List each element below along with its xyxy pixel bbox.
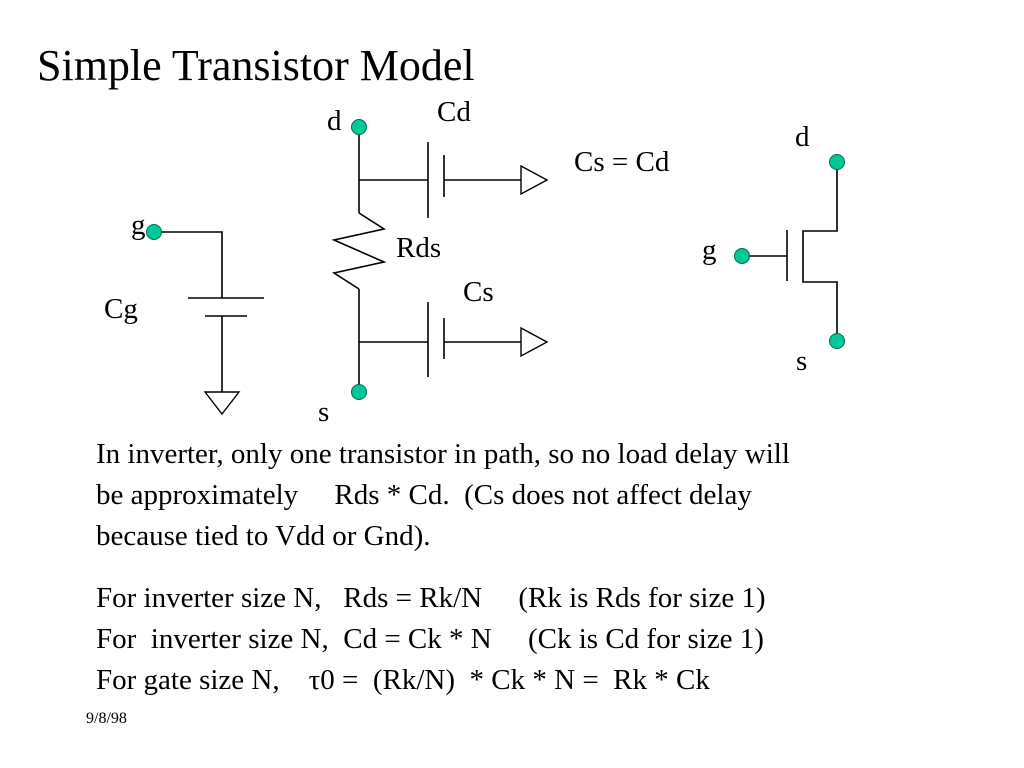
cs-equals-cd-note: Cs = Cd bbox=[574, 146, 670, 178]
rds-resistor-icon bbox=[331, 212, 387, 290]
gate-wire bbox=[154, 231, 223, 298]
transistor-source-label: s bbox=[796, 345, 808, 377]
paragraph2-line3: For gate size N, τ0 = (Rk/N) * Ck * N = … bbox=[96, 664, 710, 696]
cd-ground-icon bbox=[520, 164, 549, 196]
rds-label: Rds bbox=[396, 232, 442, 264]
cs-ground-icon bbox=[520, 326, 549, 358]
slide-date: 9/8/98 bbox=[86, 710, 127, 727]
paragraph1-line3: because tied to Vdd or Gnd). bbox=[96, 520, 431, 552]
gate-node bbox=[146, 224, 162, 240]
transistor-channel bbox=[802, 162, 838, 341]
transistor-gate-label: g bbox=[702, 234, 717, 266]
cd-label: Cd bbox=[437, 96, 471, 128]
slide-title: Simple Transistor Model bbox=[37, 41, 475, 90]
transistor-gate-node bbox=[734, 248, 750, 264]
drain-source-model bbox=[331, 119, 549, 400]
ground-icon bbox=[203, 391, 241, 416]
cs-label: Cs bbox=[463, 276, 494, 308]
paragraph1-line1: In inverter, only one transistor in path… bbox=[96, 438, 790, 470]
paragraph1-line2: be approximately Rds * Cd. (Cs does not … bbox=[96, 479, 752, 511]
drain-label: d bbox=[327, 105, 342, 137]
transistor-symbol bbox=[734, 154, 845, 349]
source-node bbox=[351, 384, 367, 400]
gate-label: g bbox=[131, 209, 146, 241]
source-label: s bbox=[318, 396, 330, 428]
transistor-drain-label: d bbox=[795, 121, 810, 153]
paragraph2-line2: For inverter size N, Cd = Ck * N (Ck is … bbox=[96, 623, 764, 655]
cg-label: Cg bbox=[104, 293, 138, 325]
paragraph2-line1: For inverter size N, Rds = Rk/N (Rk is R… bbox=[96, 582, 766, 614]
transistor-source-node bbox=[829, 333, 845, 349]
drain-node bbox=[351, 119, 367, 135]
transistor-drain-node bbox=[829, 154, 845, 170]
gate-capacitance-model bbox=[146, 224, 264, 416]
